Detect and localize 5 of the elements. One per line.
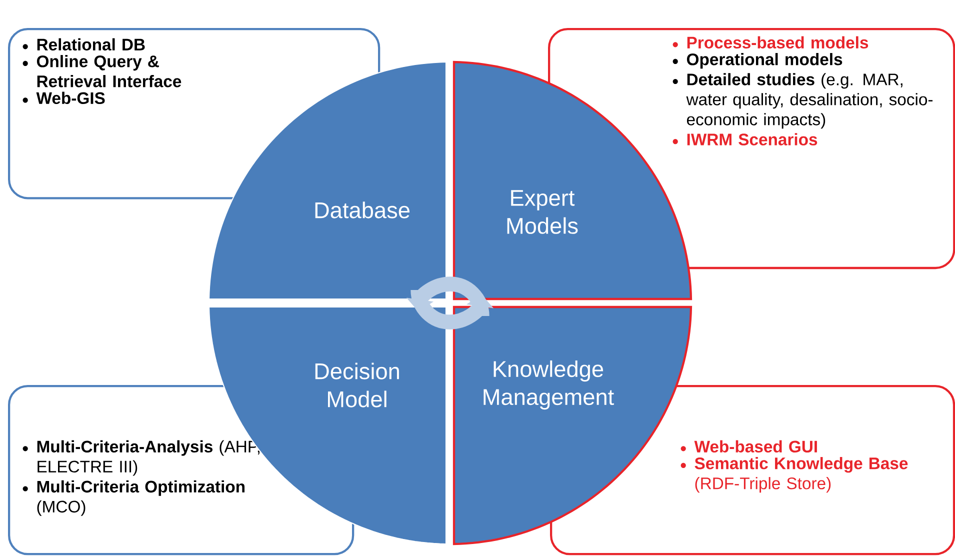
list-item: Web-GIS [22,92,105,104]
list-item: Process-based models [672,36,868,48]
list-item: Relational DB [22,38,145,50]
quadrant-sector: Knowledge Management [452,306,692,546]
list-item: Online Query & Retrieval Interface [22,55,182,88]
